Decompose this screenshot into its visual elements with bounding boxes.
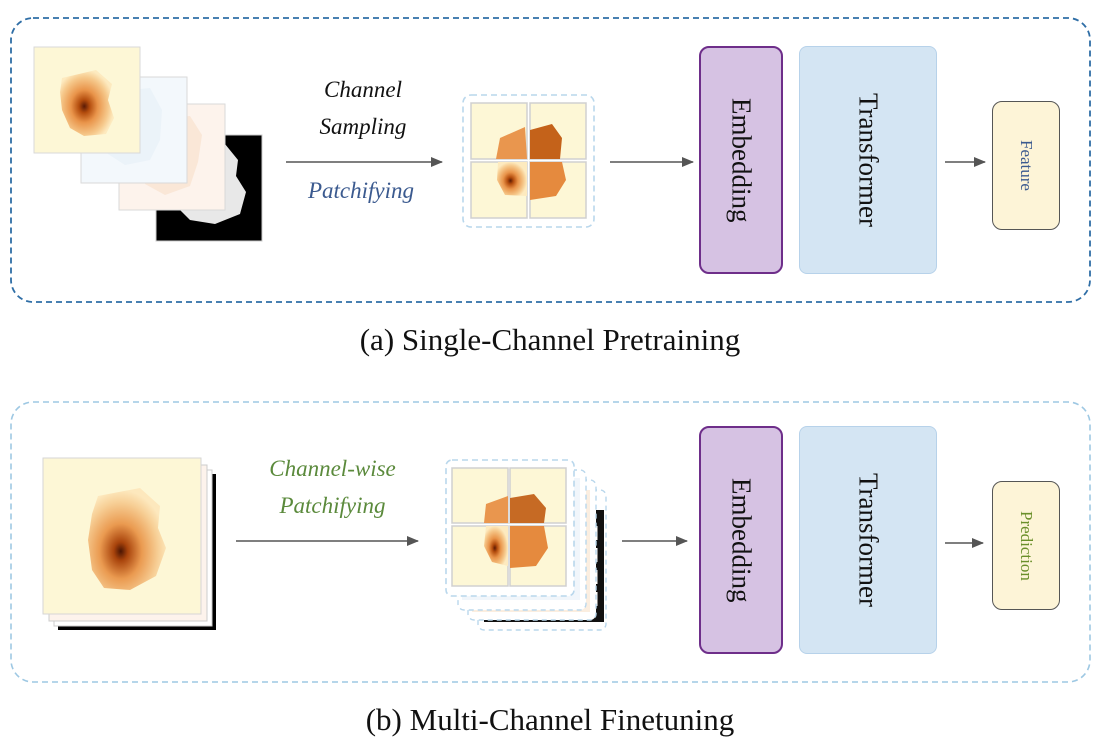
transformer-label-a: Transformer xyxy=(853,93,884,227)
embedding-block-a: Embedding xyxy=(699,46,783,274)
feature-output-box: Feature xyxy=(992,101,1060,230)
step-label-patchifying: Patchifying xyxy=(307,178,415,203)
embedding-block-b: Embedding xyxy=(699,426,783,654)
transformer-block-b: Transformer xyxy=(799,426,937,654)
feature-label: Feature xyxy=(1017,140,1036,191)
step-label-patchifying-b: Patchifying xyxy=(279,493,386,518)
transformer-label-b: Transformer xyxy=(853,473,884,607)
panel-pretraining xyxy=(10,17,1091,303)
transformer-block-a: Transformer xyxy=(799,46,937,274)
lesion-shape-large xyxy=(88,488,166,590)
prediction-output-box: Prediction xyxy=(992,481,1060,610)
step-label-channel: Channel xyxy=(324,77,402,102)
step-label-sampling: Sampling xyxy=(319,114,407,139)
patch-grid-stack-b xyxy=(445,459,607,631)
step-label-channelwise: Channel-wise xyxy=(269,456,396,481)
patch-grid-a xyxy=(462,94,595,228)
lesion-shape xyxy=(60,70,114,136)
prediction-label: Prediction xyxy=(1017,510,1036,581)
caption-finetuning: (b) Multi-Channel Finetuning xyxy=(365,702,735,737)
embedding-label-b: Embedding xyxy=(726,477,757,603)
channel-image-stack xyxy=(33,46,263,242)
caption-pretraining: (a) Single-Channel Pretraining xyxy=(359,322,741,357)
embedding-label-a: Embedding xyxy=(726,97,757,223)
multichannel-image-stack xyxy=(42,457,216,630)
